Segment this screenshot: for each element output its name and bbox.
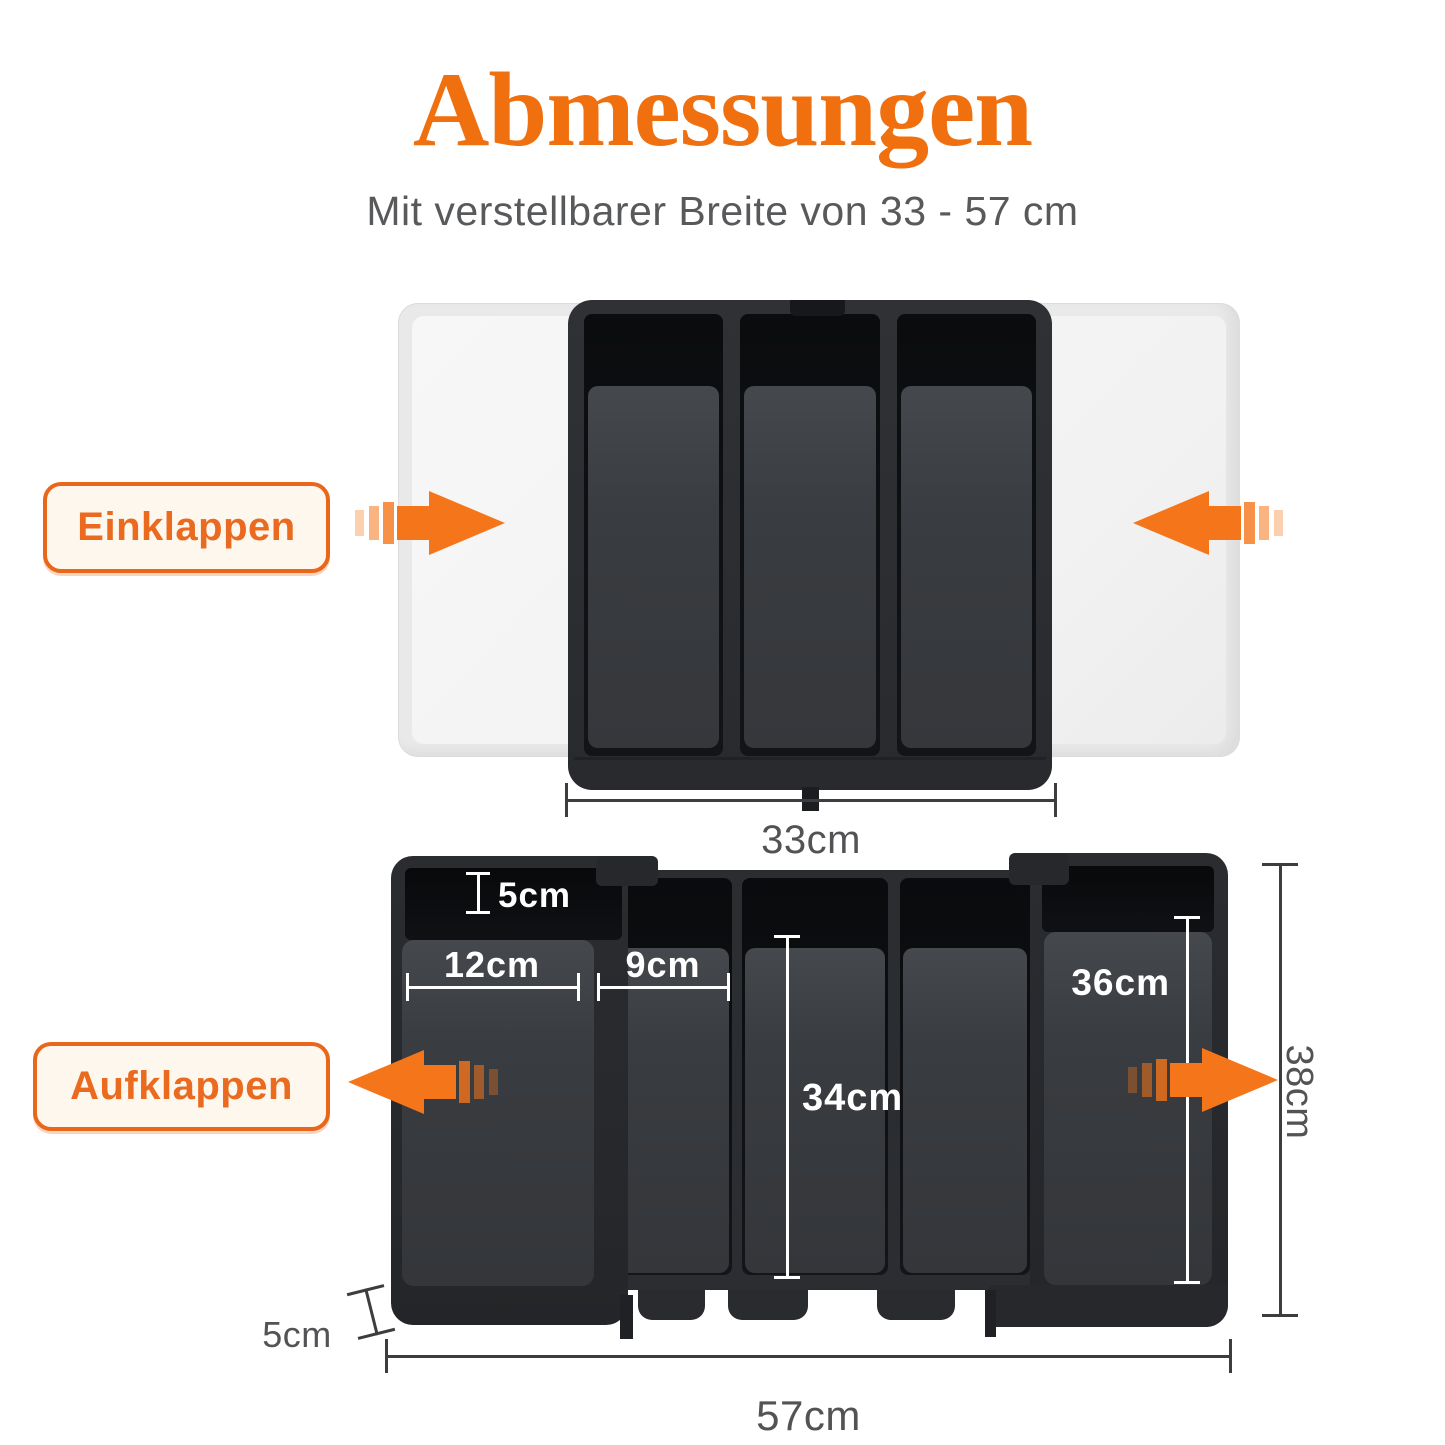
expand-arrow-left-icon	[348, 1050, 498, 1114]
collapsed-tray	[568, 300, 1052, 811]
dimension-label-12cm: 12cm	[443, 944, 541, 985]
dimension-line-top-depth	[466, 872, 490, 914]
page-title: Abmessungen	[412, 51, 1033, 168]
dimension-label-33cm: 33cm	[761, 818, 861, 862]
dimension-label-top-depth: 5cm	[498, 876, 572, 915]
compartment	[900, 878, 1030, 1275]
expand-arrow-right-icon	[1128, 1048, 1278, 1112]
dimension-line-34cm	[774, 935, 800, 1279]
compartment	[584, 314, 724, 756]
right-wing-front	[987, 1285, 1228, 1327]
collapse-label: Einklappen	[43, 482, 330, 573]
dimension-label-57cm: 57cm	[756, 1392, 861, 1439]
dimension-line-57cm	[385, 1339, 1232, 1373]
collapse-label-text: Einklappen	[77, 505, 296, 549]
dimension-line-12cm	[406, 973, 580, 1001]
compartment	[896, 314, 1036, 756]
dimension-line-9cm	[597, 973, 730, 1001]
compartment	[740, 314, 880, 756]
expand-label-text: Aufklappen	[70, 1064, 293, 1108]
compartment	[742, 878, 888, 1275]
dimension-label-34cm: 34cm	[802, 1077, 904, 1119]
expand-label: Aufklappen	[33, 1042, 330, 1131]
expanded-left-wing	[391, 856, 628, 1325]
dimension-line-38cm	[1262, 863, 1298, 1317]
dimension-line-33cm	[565, 783, 1057, 817]
slide-rail-tab	[596, 856, 658, 886]
dimension-label-36cm: 36cm	[1071, 962, 1170, 1003]
right-wing-tab	[985, 1290, 996, 1337]
middle-body-tab	[620, 1295, 633, 1339]
collapse-arrow-left-icon	[1133, 491, 1283, 555]
dimension-line-side-height	[346, 1284, 396, 1340]
dimension-label-38cm: 38cm	[1278, 1044, 1320, 1140]
interlock-notch	[790, 300, 845, 316]
page-subtitle: Mit verstellbarer Breite von 33 - 57 cm	[366, 188, 1079, 234]
expanded-middle-body	[600, 870, 1040, 1290]
collapsed-compartments	[584, 314, 1036, 756]
collapse-arrow-right-icon	[355, 491, 505, 555]
slide-rail-tab	[1009, 853, 1069, 885]
dimension-label-9cm: 9cm	[625, 944, 701, 985]
dimension-label-side-height: 5cm	[262, 1314, 332, 1355]
front-seam	[574, 757, 1046, 760]
dimension-line-36cm	[1174, 916, 1200, 1284]
